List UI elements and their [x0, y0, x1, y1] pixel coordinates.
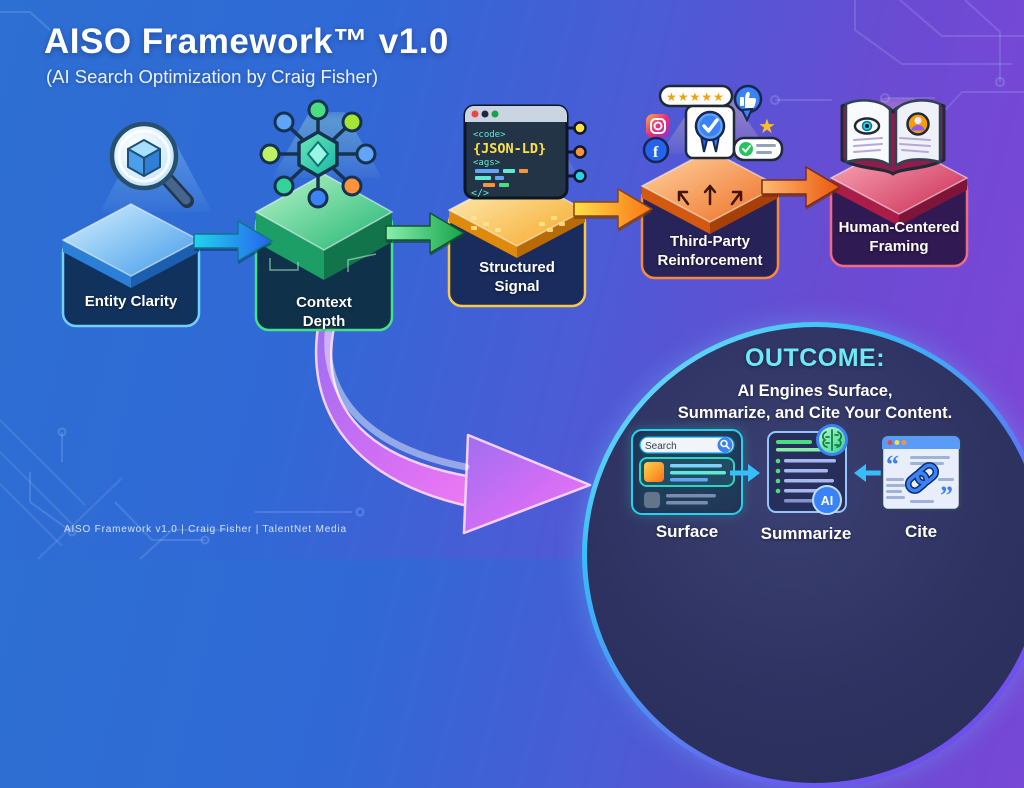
flow-arrow-2-icon: [385, 212, 465, 256]
page-title: AISO Framework™ v1.0: [44, 22, 449, 61]
step-label-context-depth: Context Depth: [296, 294, 352, 331]
star-rating-bubble: ★★★★★: [658, 84, 734, 108]
outcome-item-label-summarize: Summarize: [760, 524, 852, 543]
quote-open-icon: “: [886, 450, 899, 479]
person-avatar-icon: [906, 112, 930, 136]
upward-arrows-doodle: [677, 184, 743, 206]
magnifier-cube-icon: [109, 121, 194, 208]
outcome-circle: OUTCOME: AI Engines Surface, Summarize, …: [582, 322, 1024, 788]
step-label-third-party: Third-Party Reinforcement: [657, 233, 763, 270]
footer-credit: AISO Framework v1.0 | Craig Fisher | Tal…: [64, 524, 347, 535]
code-tag-open: <code>: [473, 130, 506, 140]
jsonld-label: {JSON-LD}: [473, 141, 546, 157]
code-lines: [475, 169, 528, 187]
quote-close-icon: ”: [940, 481, 953, 510]
step-label-structured-signal: Structured Signal: [479, 259, 555, 296]
outcome-description: AI Engines Surface, Summarize, and Cite …: [582, 380, 1024, 425]
step-label-entity-clarity: Entity Clarity: [84, 293, 178, 310]
open-book-eye-icon: [840, 99, 946, 176]
outcome-item-label-surface: Surface: [655, 522, 719, 541]
link-chain-icon: [904, 462, 940, 494]
review-check-bubble-icon: [732, 136, 784, 162]
five-stars: ★★★★★: [666, 90, 725, 104]
social-proof-cluster-icon: ★★★★★ ★ f: [642, 84, 784, 164]
step-platform-entity-clarity: [61, 203, 201, 328]
brain-icon: [816, 424, 848, 456]
surface-search-panel-icon: Search: [631, 429, 743, 515]
ai-badge-label: AI: [821, 494, 834, 508]
knowledge-graph-icon: [259, 99, 377, 209]
instagram-icon: [646, 114, 670, 138]
gold-star-icon: ★: [758, 116, 776, 138]
curved-outcome-arrow-icon: [314, 325, 592, 535]
highlighted-search-result: [639, 457, 735, 487]
circuit-pattern-background: [0, 0, 1024, 560]
secondary-search-result: [644, 492, 716, 508]
outcome-line-2: Summarize, and Cite Your Content.: [677, 404, 953, 423]
outcome-line-1: AI Engines Surface,: [737, 382, 893, 400]
flow-arrow-3-icon: [573, 188, 653, 232]
search-bar-label: Search: [645, 441, 677, 452]
verified-badge-icon: [684, 104, 736, 160]
search-icon: [717, 437, 733, 453]
page-subtitle: (AI Search Optimization by Craig Fisher): [46, 66, 379, 87]
arrow-right-icon: [730, 464, 760, 482]
eye-icon: [853, 117, 881, 135]
step-platform-third-party: [640, 149, 780, 280]
json-ld-code-window-icon: <code> {JSON-LD} <ags> </>: [463, 104, 587, 200]
ai-badge-icon: AI: [812, 485, 842, 515]
step-platform-context-depth: [254, 173, 394, 332]
search-bar: Search: [639, 436, 735, 454]
thumbs-up-bubble-icon: [733, 84, 763, 123]
svg-text:f: f: [653, 144, 659, 161]
code-tag-mid: <ags>: [473, 158, 501, 168]
facebook-icon: f: [642, 136, 670, 164]
outcome-heading: OUTCOME:: [744, 344, 886, 372]
flow-arrow-4-icon: [761, 166, 841, 210]
flow-arrow-1-icon: [193, 220, 273, 264]
cite-quote-panel-icon: “ ”: [880, 434, 962, 512]
outcome-item-label-cite: Cite: [904, 522, 938, 541]
step-label-human-centered: Human-Centered Framing: [838, 219, 960, 256]
bullet-list: [775, 458, 836, 503]
code-tag-close: </>: [471, 188, 489, 199]
